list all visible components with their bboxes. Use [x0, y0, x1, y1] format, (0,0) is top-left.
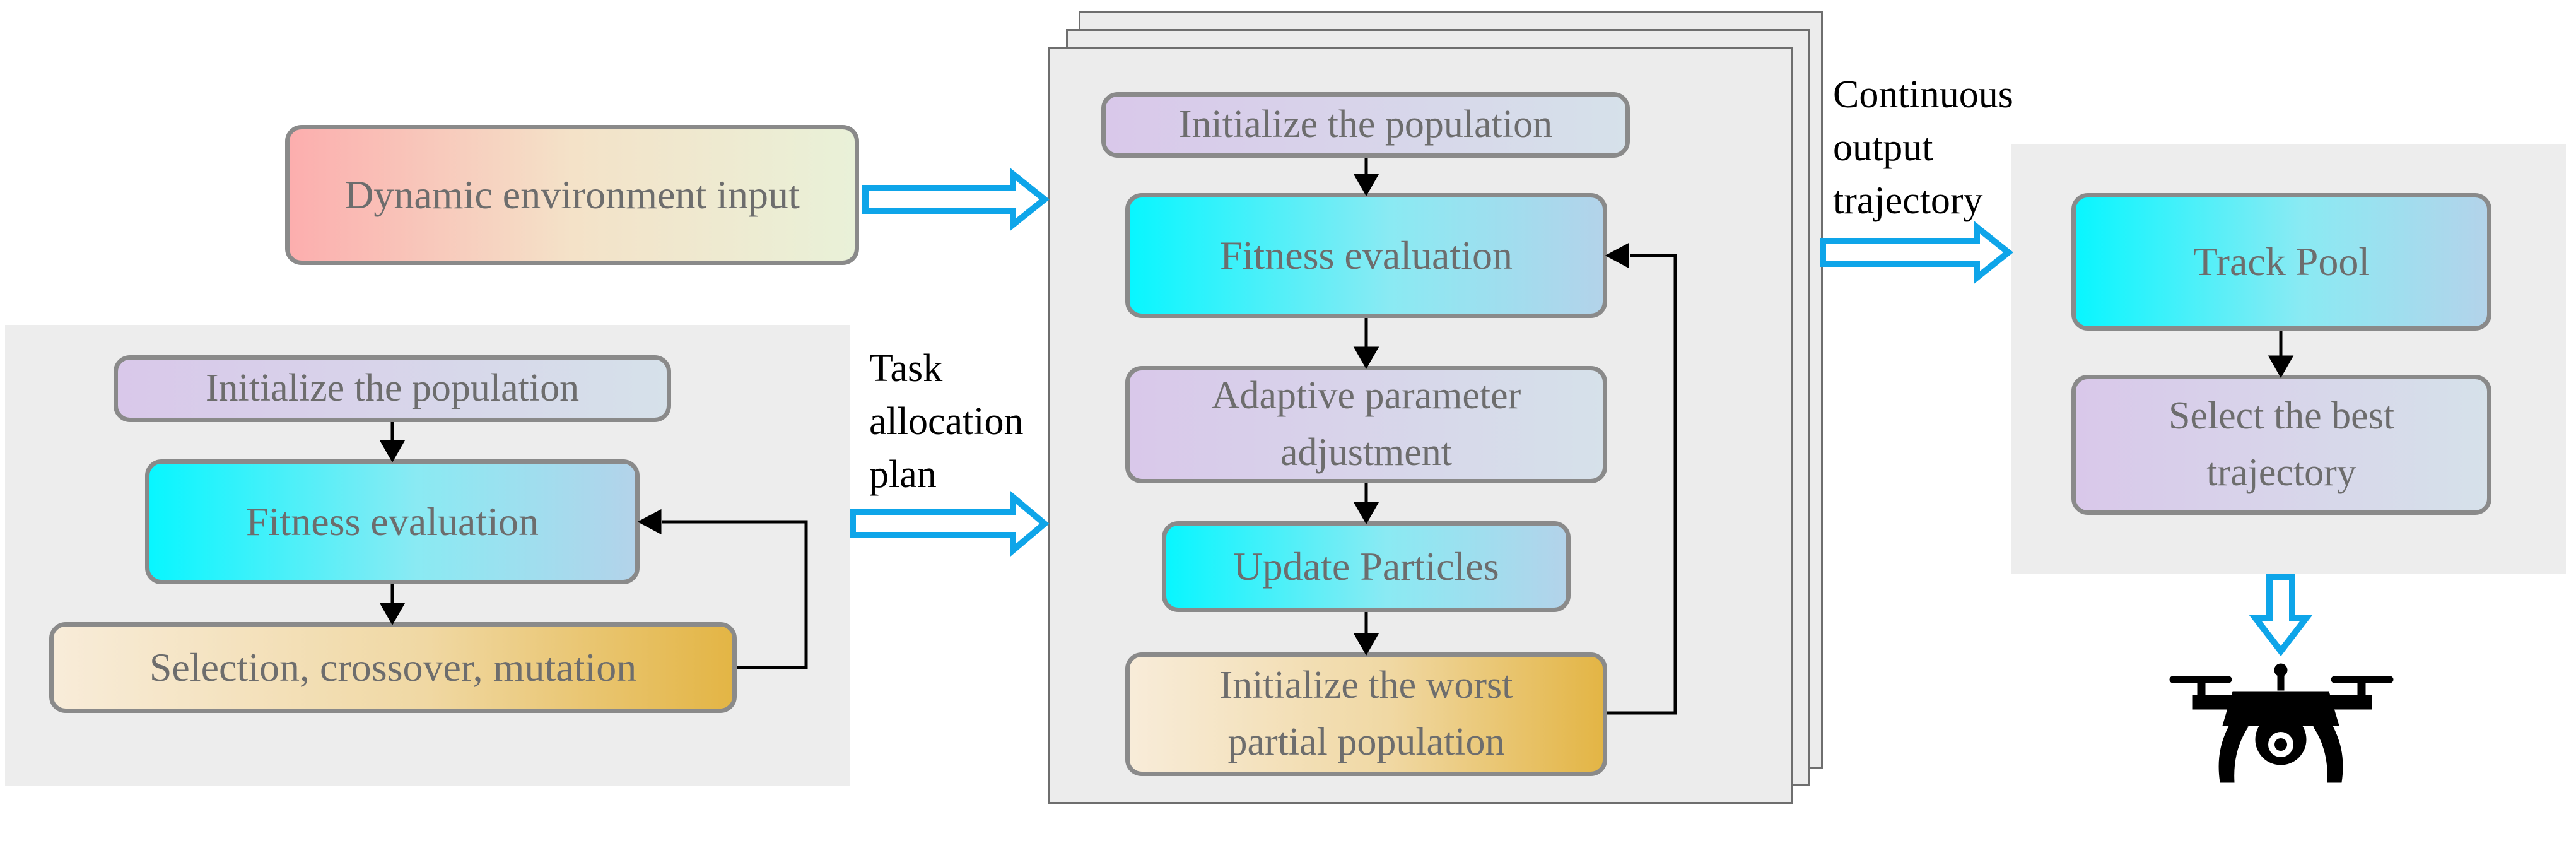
select-best-line2: trajectory — [2206, 451, 2356, 494]
task-allocation-line1: Task — [869, 347, 943, 390]
blue-arrow-env-to-pso — [862, 167, 1050, 232]
dynamic-environment-input-text: Dynamic environment input — [344, 172, 800, 217]
pso-adaptive-parameter-line1: Adaptive parameter — [1211, 374, 1521, 418]
select-best-line1: Select the best — [2168, 394, 2395, 438]
ga-init-population-text: Initialize the population — [205, 367, 580, 410]
ga-fitness-evaluation-box: Fitness evaluation — [145, 459, 640, 584]
pso-flow-arrows — [1353, 158, 1677, 715]
ga-flow-arrows — [379, 422, 808, 669]
pso-fitness-evaluation-box: Fitness evaluation — [1125, 193, 1607, 318]
ga-fitness-evaluation-text: Fitness evaluation — [246, 498, 539, 544]
pso-fitness-evaluation-text: Fitness evaluation — [1220, 232, 1513, 278]
pso-init-population-text: Initialize the population — [1178, 103, 1553, 146]
pso-init-worst-box: Initialize the worst partial population — [1125, 652, 1607, 776]
pso-update-particles-text: Update Particles — [1233, 543, 1499, 589]
dynamic-environment-input-box: Dynamic environment input — [285, 125, 859, 265]
pso-adaptive-parameter-box: Adaptive parameter adjustment — [1125, 366, 1607, 483]
track-pool-box: Track Pool — [2071, 193, 2491, 331]
ga-selection-text: Selection, crossover, mutation — [149, 644, 637, 690]
task-allocation-line2: allocation — [869, 400, 1024, 443]
drone-icon — [2169, 663, 2394, 783]
ga-selection-box: Selection, crossover, mutation — [49, 622, 737, 713]
blue-arrow-pso-to-output — [1820, 220, 2014, 285]
track-pool-text: Track Pool — [2193, 238, 2370, 284]
output-flow-arrow — [2268, 331, 2294, 379]
pso-update-particles-box: Update Particles — [1162, 521, 1571, 612]
pso-adaptive-parameter-line2: adjustment — [1280, 431, 1453, 474]
continuous-output-label: Continuous output trajectory — [1833, 68, 2013, 227]
ga-init-population-box: Initialize the population — [114, 355, 671, 422]
continuous-output-line1: Continuous — [1833, 73, 2013, 116]
pso-init-worst-line1: Initialize the worst — [1219, 664, 1513, 707]
continuous-output-line2: output — [1833, 126, 1933, 169]
pso-init-population-box: Initialize the population — [1101, 92, 1630, 158]
blue-arrow-task-to-pso — [850, 490, 1050, 557]
task-allocation-label: Task allocation plan — [869, 342, 1023, 501]
blue-arrow-output-to-drone — [2249, 574, 2313, 657]
continuous-output-line3: trajectory — [1833, 179, 1983, 222]
task-allocation-line3: plan — [869, 453, 937, 496]
pso-init-worst-line2: partial population — [1227, 721, 1505, 763]
select-best-trajectory-box: Select the best trajectory — [2071, 375, 2491, 515]
